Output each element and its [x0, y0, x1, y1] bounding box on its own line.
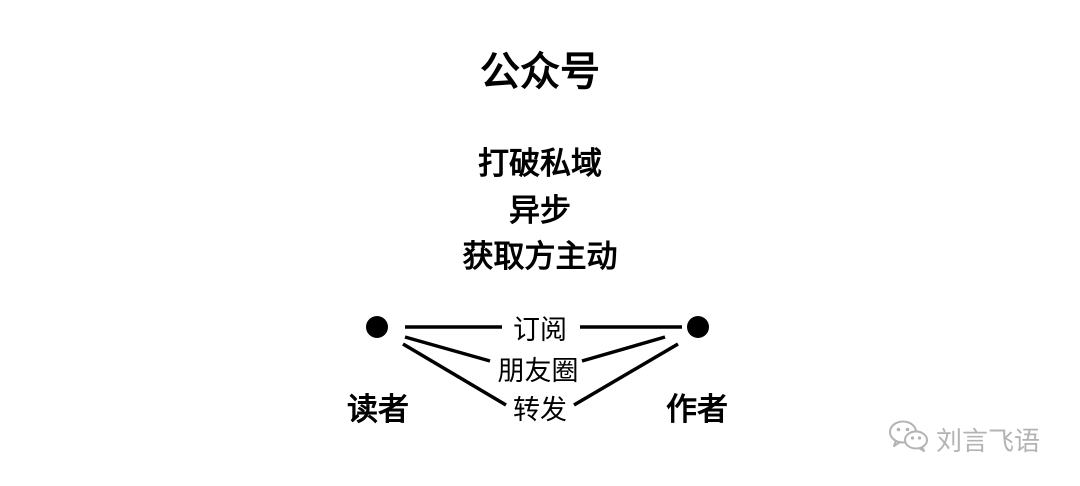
forward-line-left: [402, 342, 507, 407]
channel-moments-label: 朋友圈: [498, 356, 579, 387]
moments-line-right: [581, 335, 666, 363]
reader-node-dot: [366, 316, 388, 338]
wechat-icon: [888, 419, 930, 460]
channel-forward-label: 转发: [513, 395, 567, 426]
author-label: 作者: [666, 392, 728, 428]
channel-subscribe-label: 订阅: [513, 315, 567, 346]
point-break-private-domain: 打破私域: [478, 146, 602, 182]
author-node-dot: [687, 316, 709, 338]
point-receiver-initiative: 获取方主动: [462, 239, 618, 275]
diagram-title: 公众号: [480, 49, 600, 95]
moments-line-left: [404, 335, 491, 363]
source-watermark: 刘言飞语: [888, 419, 1041, 460]
point-async: 异步: [509, 193, 571, 229]
reader-label: 读者: [347, 392, 409, 428]
forward-line-right: [573, 342, 679, 407]
watermark-text: 刘言飞语: [936, 426, 1041, 457]
